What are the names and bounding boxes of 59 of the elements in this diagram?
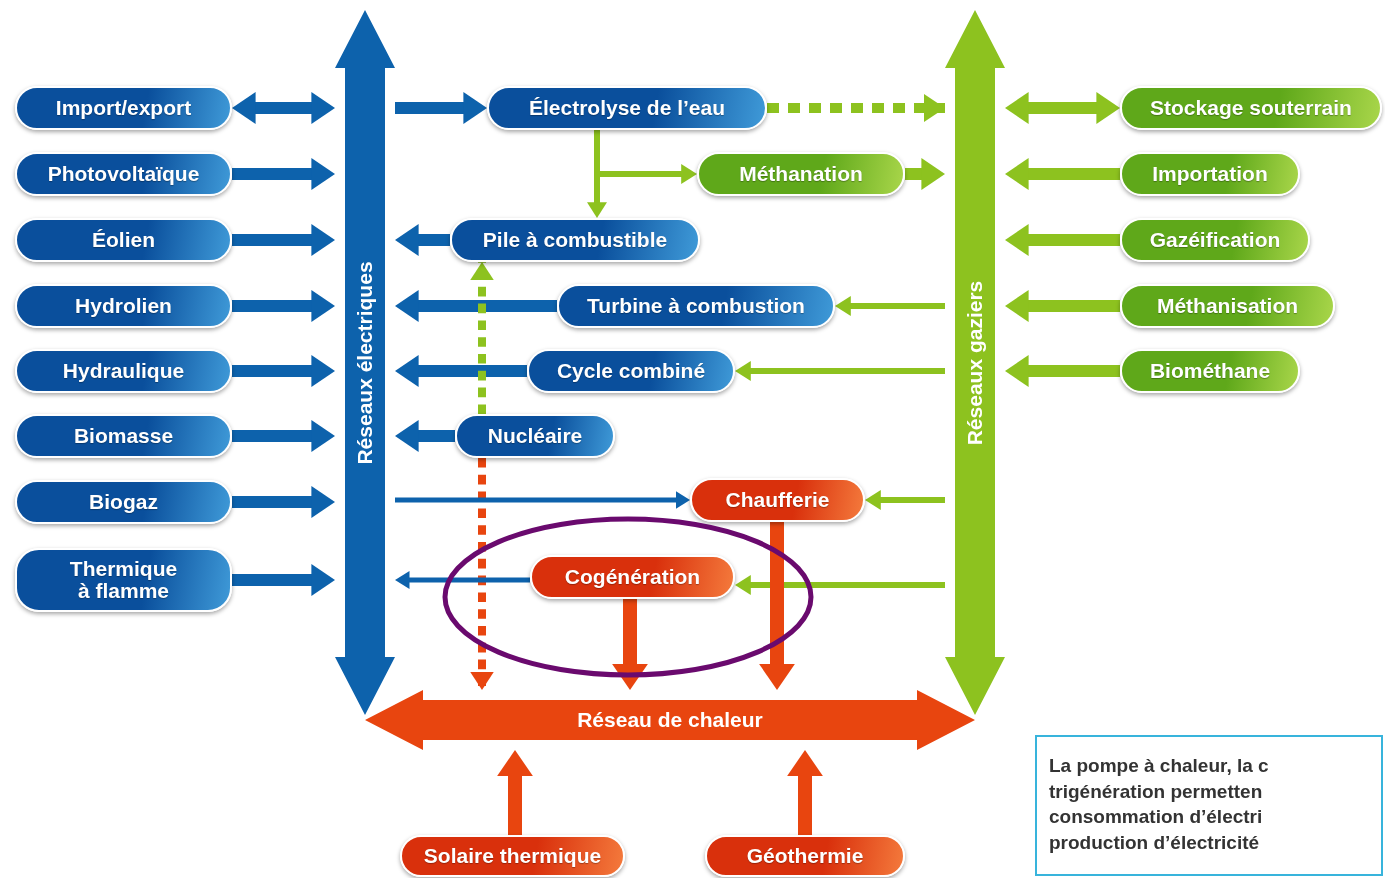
process-pill: Cycle combiné [527, 349, 735, 393]
arrow [905, 158, 945, 190]
process-pill: Stockage souterrain [1120, 86, 1382, 130]
process-pill: Hydrolien [15, 284, 232, 328]
process-pill: Thermique à flamme [15, 548, 232, 612]
arrow [735, 361, 945, 381]
arrow [1005, 158, 1120, 190]
arrow [865, 490, 945, 510]
arrow [232, 486, 335, 518]
process-pill: Géothermie [705, 835, 905, 877]
process-pill: Biomasse [15, 414, 232, 458]
process-pill: Photovoltaïque [15, 152, 232, 196]
arrow [232, 224, 335, 256]
process-pill: Chaufferie [690, 478, 865, 522]
arrow [395, 491, 690, 509]
arrow [395, 92, 487, 124]
process-pill: Turbine à combustion [557, 284, 835, 328]
process-pill: Méthanisation [1120, 284, 1335, 328]
process-pill: Nucléaire [455, 414, 615, 458]
network-label: Réseaux gaziers [963, 280, 987, 445]
arrow [1005, 92, 1120, 124]
arrow [395, 224, 450, 256]
arrow [232, 290, 335, 322]
arrow [395, 571, 530, 589]
process-pill: Éolien [15, 218, 232, 262]
network-label: Réseaux électriques [353, 260, 377, 465]
arrow [232, 420, 335, 452]
note-text: La pompe à chaleur, la c trigénération permetten consommation d’électri production d’électricité [1049, 754, 1270, 855]
arrow [587, 130, 607, 218]
arrow [1005, 224, 1120, 256]
arrow [497, 750, 533, 835]
arrow [1005, 290, 1120, 322]
arrow [232, 158, 335, 190]
arrow [835, 296, 945, 316]
process-pill: Gazéification [1120, 218, 1310, 262]
arrow [395, 290, 557, 322]
process-pill: Hydraulique [15, 349, 232, 393]
process-pill: Cogénération [530, 555, 735, 599]
process-pill: Pile à combustible [450, 218, 700, 262]
arrow [735, 575, 945, 595]
arrow [787, 750, 823, 835]
arrow [1005, 355, 1120, 387]
process-pill: Biogaz [15, 480, 232, 524]
arrow [612, 599, 648, 690]
arrow [470, 458, 494, 690]
process-pill: Méthanation [697, 152, 905, 196]
arrow [232, 92, 335, 124]
network-label: Réseau de chaleur [577, 708, 763, 732]
arrow [395, 355, 527, 387]
process-pill: Importation [1120, 152, 1300, 196]
process-pill: Électrolyse de l’eau [487, 86, 767, 130]
arrow [767, 94, 945, 122]
arrow [470, 262, 494, 414]
process-pill: Biométhane [1120, 349, 1300, 393]
arrow [395, 420, 455, 452]
arrow [232, 564, 335, 596]
process-pill: Import/export [15, 86, 232, 130]
arrow [232, 355, 335, 387]
process-pill: Solaire thermique [400, 835, 625, 877]
